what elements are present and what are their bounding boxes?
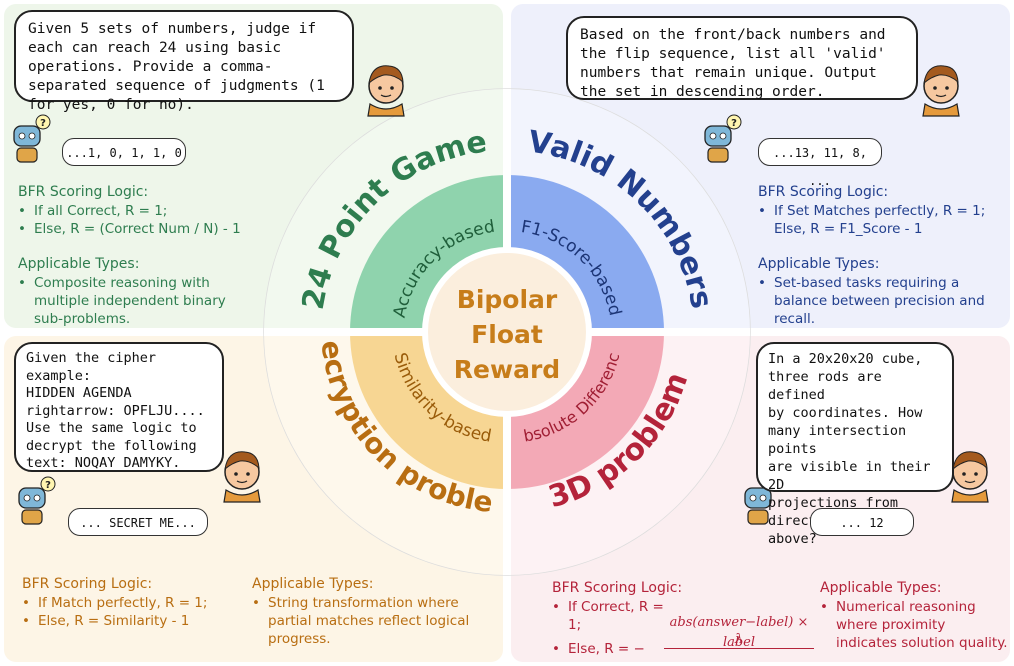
boy-avatar-icon bbox=[922, 65, 960, 117]
question-bubble-decryption: Given the cipher example: HIDDEN AGENDA … bbox=[14, 342, 224, 472]
types-list-3d-problem: Numerical reasoning where proximity indi… bbox=[816, 598, 1010, 652]
center-line-1: Bipolar bbox=[457, 285, 558, 314]
question-bubble-24-point-game: Given 5 sets of numbers, judge if each c… bbox=[14, 10, 354, 113]
answer-bubble-3d-problem: ... 12 bbox=[810, 508, 914, 536]
question-bubble-3d-problem: In a 20x20x20 cube, three rods are defin… bbox=[756, 342, 954, 547]
center-line-3: Reward bbox=[454, 355, 560, 384]
scoring-rule: If all Correct, R = 1; bbox=[14, 202, 274, 220]
answer-bubble-decryption: ... SECRET ME... bbox=[68, 508, 208, 536]
types-title-3d-problem: Applicable Types: bbox=[820, 580, 942, 596]
formula-denominator: label bbox=[722, 635, 756, 650]
scoring-rule: If Set Matches perfectly, R = 1; Else, R… bbox=[754, 202, 1004, 238]
types-title-decryption: Applicable Types: bbox=[252, 576, 374, 592]
scoring-list-24-point-game: If all Correct, R = 1; Else, R = (Correc… bbox=[14, 202, 274, 238]
scoring-title-24-point-game: BFR Scoring Logic: bbox=[18, 184, 149, 200]
boy-avatar-icon bbox=[223, 451, 261, 503]
robot-thinking-icon: ? bbox=[704, 114, 742, 163]
boy-avatar-icon bbox=[367, 65, 405, 117]
boy-avatar-icon bbox=[951, 451, 989, 503]
scoring-list-valid-numbers: If Set Matches perfectly, R = 1; Else, R… bbox=[754, 202, 1004, 238]
scoring-rule: If Match perfectly, R = 1; bbox=[18, 594, 238, 612]
scoring-title-valid-numbers: BFR Scoring Logic: bbox=[758, 184, 889, 200]
scoring-title-decryption: BFR Scoring Logic: bbox=[22, 576, 153, 592]
applicable-type: Numerical reasoning where proximity indi… bbox=[816, 598, 1010, 652]
types-list-valid-numbers: Set-based tasks requiring a balance betw… bbox=[754, 274, 1004, 328]
scoring-rule: Else, R = (Correct Num / N) - 1 bbox=[14, 220, 274, 238]
scoring-rule: Else, R = − bbox=[548, 640, 668, 658]
answer-bubble-24-point-game: ...1, 0, 1, 1, 0 bbox=[62, 138, 186, 166]
robot-thinking-icon: ? bbox=[18, 476, 56, 525]
types-title-valid-numbers: Applicable Types: bbox=[758, 256, 880, 272]
svg-text:?: ? bbox=[731, 118, 737, 129]
robot-thinking-icon: ? bbox=[13, 114, 51, 163]
scoring-list-3d-problem: If Correct, R = 1; Else, R = − bbox=[548, 598, 668, 658]
applicable-type: Composite reasoning with multiple indepe… bbox=[14, 274, 249, 328]
applicable-type: String transformation where partial matc… bbox=[248, 594, 488, 648]
types-list-24-point-game: Composite reasoning with multiple indepe… bbox=[14, 274, 249, 328]
svg-text:?: ? bbox=[45, 480, 51, 491]
applicable-type: Set-based tasks requiring a balance betw… bbox=[754, 274, 1004, 328]
scoring-rule: If Correct, R = 1; bbox=[548, 598, 668, 634]
scoring-title-3d-problem: BFR Scoring Logic: bbox=[552, 580, 683, 596]
types-title-24-point-game: Applicable Types: bbox=[18, 256, 140, 272]
svg-text:?: ? bbox=[40, 118, 46, 129]
types-list-decryption: String transformation where partial matc… bbox=[248, 594, 488, 648]
formula-numerator: abs(answer−label) × λ bbox=[664, 614, 814, 649]
center-line-2: Float bbox=[471, 320, 543, 349]
answer-bubble-valid-numbers: ...13, 11, 8, ... bbox=[758, 138, 882, 188]
scoring-rule: Else, R = Similarity - 1 bbox=[18, 612, 238, 630]
scoring-list-decryption: If Match perfectly, R = 1; Else, R = Sim… bbox=[18, 594, 238, 630]
question-bubble-valid-numbers: Based on the front/back numbers and the … bbox=[566, 16, 918, 100]
